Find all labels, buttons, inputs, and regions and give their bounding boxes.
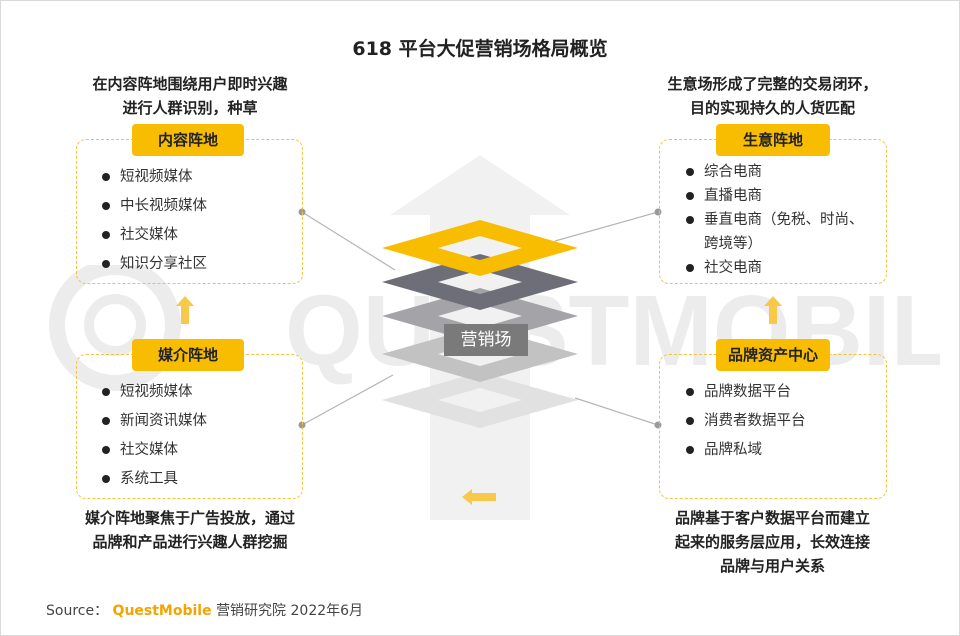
list-item: 垂直电商（免税、时尚、 跨境等） [684,208,884,256]
list-item: 知识分享社区 [100,252,207,276]
media-zone-label: 媒介阵地 [132,339,244,371]
up-arrow-right [764,296,782,324]
layer-4 [382,326,578,382]
list-item: 社交媒体 [100,438,207,462]
source-brand: QuestMobile [112,603,212,619]
watermark: QUESTMOBILE [49,265,940,391]
connector-lines [301,211,659,426]
list-item: 短视频媒体 [100,165,207,189]
page-title: 618 平台大促营销场格局概览 [352,38,608,60]
up-arrow-left [176,296,194,324]
business-zone-label: 生意阵地 [716,124,830,156]
source-prefix: Source： [46,603,109,619]
list-item: 中长视频媒体 [100,194,207,218]
brand-zone-list: 品牌数据平台 消费者数据平台 品牌私域 [684,380,806,467]
brand-zone-description: 品牌基于客户数据平台而建立 起来的服务层应用，长效连接 品牌与用户关系 [674,509,870,575]
media-zone-list: 短视频媒体 新闻资讯媒体 社交媒体 系统工具 [100,380,207,496]
left-arrow-bottom [462,489,496,505]
list-item: 直播电商 [684,184,884,208]
source-suffix: 营销研究院 2022年6月 [216,603,364,619]
layer-2 [382,254,578,310]
layer-3 [382,288,578,344]
list-item: 系统工具 [100,467,207,491]
list-item: 新闻资讯媒体 [100,409,207,433]
business-zone-description: 生意场形成了完整的交易闭环， 目的实现持久的人货匹配 [667,75,878,117]
list-item: 短视频媒体 [100,380,207,404]
svg-text:QUESTMOBILE: QUESTMOBILE [285,275,940,387]
layer-1-top [382,220,578,276]
list-item: 品牌私域 [684,438,806,462]
layer-5 [382,372,578,428]
list-item: 综合电商 [684,160,884,184]
media-zone-description: 媒介阵地聚焦于广告投放，通过 品牌和产品进行兴趣人群挖掘 [84,509,295,551]
content-zone-description: 在内容阵地围绕用户即时兴趣 进行人群识别，种草 [92,75,288,117]
center-label: 营销场 [444,324,528,356]
content-zone-list: 短视频媒体 中长视频媒体 社交媒体 知识分享社区 [100,165,207,281]
source-note: Source： QuestMobile 营销研究院 2022年6月 [46,600,363,620]
business-zone-list: 综合电商 直播电商 垂直电商（免税、时尚、 跨境等） 社交电商 [684,160,884,280]
list-item: 社交媒体 [100,223,207,247]
content-zone-label: 内容阵地 [132,124,244,156]
list-item: 社交电商 [684,256,884,280]
list-item: 品牌数据平台 [684,380,806,404]
brand-zone-label: 品牌资产中心 [716,339,830,371]
list-item: 消费者数据平台 [684,409,806,433]
